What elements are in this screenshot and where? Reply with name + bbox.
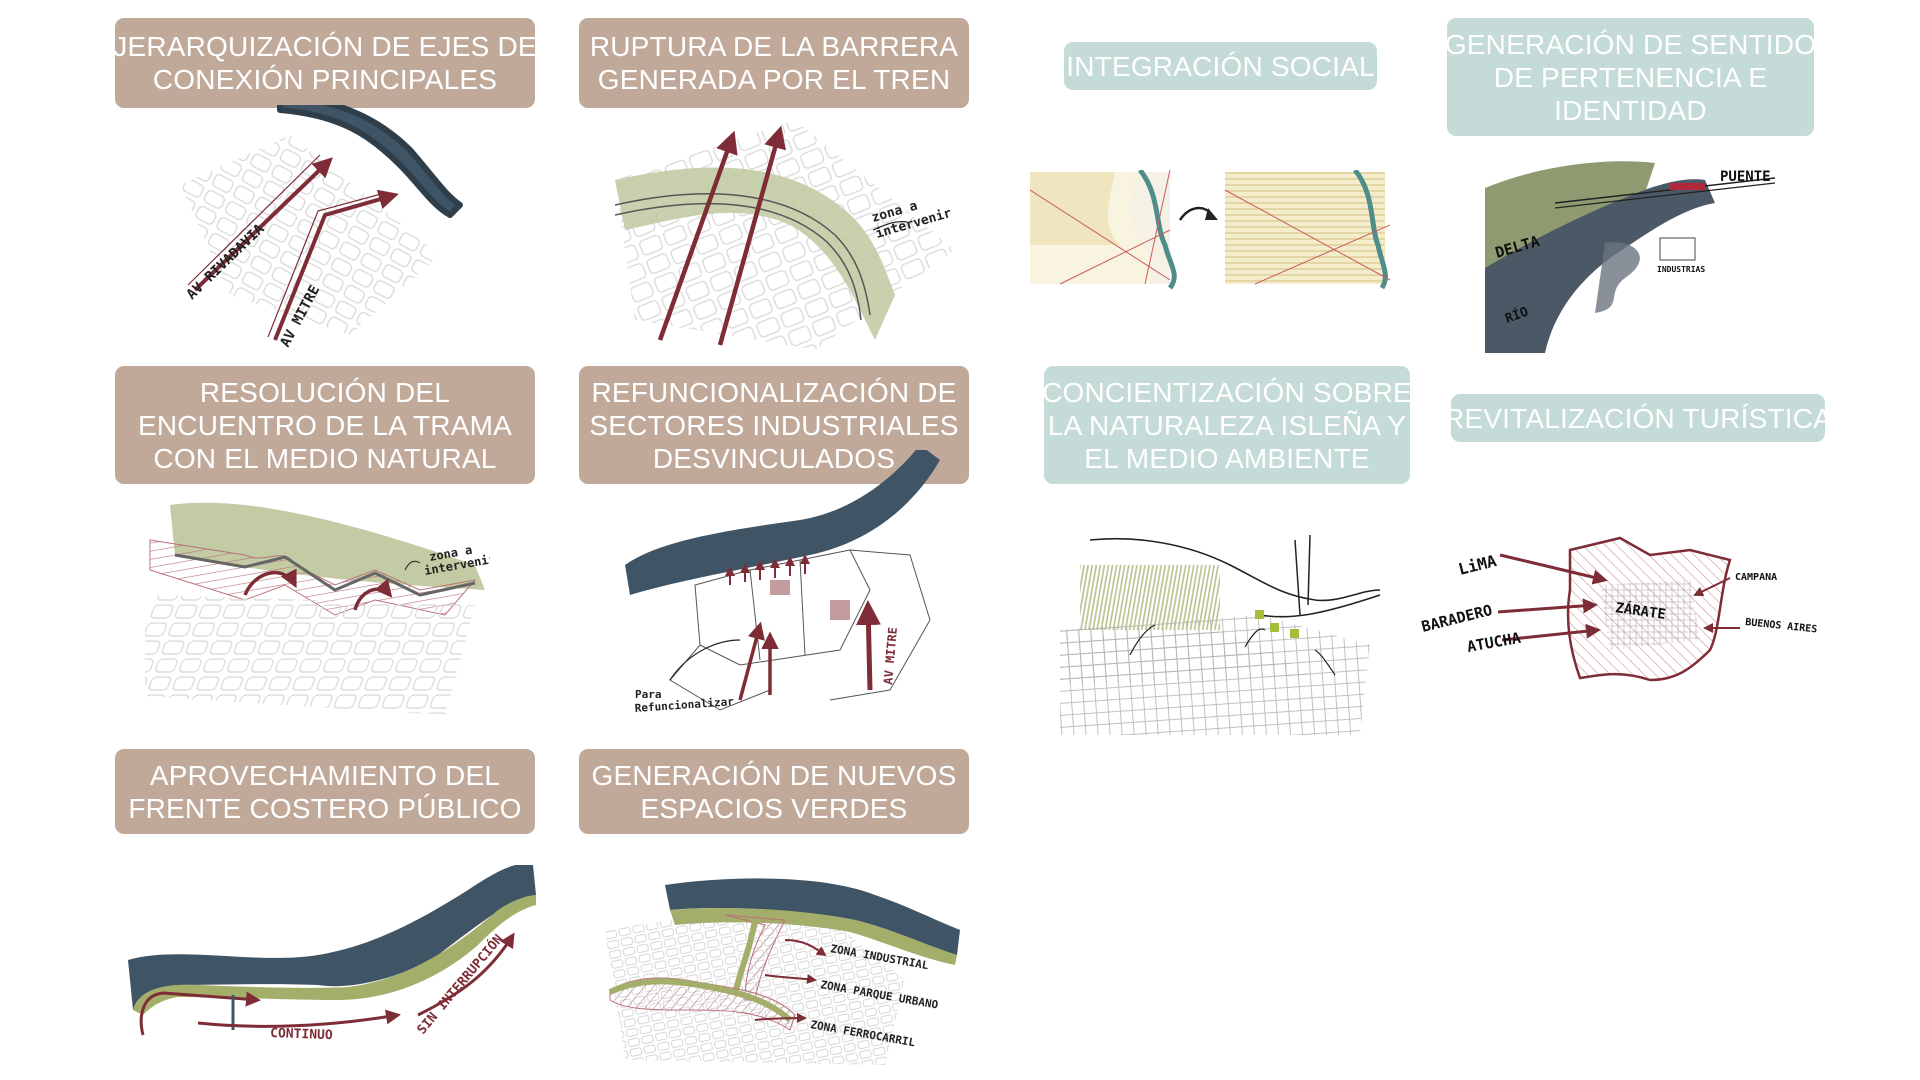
title-integracion-social: INTEGRACIÓN SOCIAL [1064, 42, 1377, 90]
sketch-refuncionalizacion: Para Refuncionalizar AV MITRE [620, 450, 945, 715]
label-rio: RÍO [1503, 304, 1531, 327]
title-pertenencia-identidad: GENERACIÓN DE SENTIDO DE PERTENENCIA E I… [1444, 18, 1817, 136]
title-line: ENCUENTRO DE LA TRAMA [138, 409, 512, 441]
sketch-espacios-verdes: ZONA INDUSTRIAL ZONA PARQUE URBANO ZONA … [605, 870, 975, 1065]
label-av-mitre: AV MITRE [881, 626, 900, 685]
title-line: RESOLUCIÓN DEL [199, 376, 451, 408]
title-jerarquizacion: JERARQUIZACIÓN DE EJES DE CONEXIÓN PRINC… [113, 18, 537, 108]
title-line: GENERACIÓN DE SENTIDO [1444, 28, 1817, 60]
green-zone [615, 167, 895, 340]
title-line: LA NATURALEZA ISLEÑA Y [1047, 409, 1407, 441]
label-campana: CAMPANA [1735, 572, 1777, 583]
label-industrias: INDUSTRIAS [1657, 265, 1705, 274]
label-lima: LiMA [1456, 551, 1498, 579]
title-line: DE PERTENENCIA E [1493, 61, 1768, 93]
river-shape [1485, 179, 1715, 353]
sketch-aprovechamiento: CONTINUO SIN INTERRUPCIÓN [118, 865, 538, 1045]
sketch-jerarquizacion: AV RIVADAVIA AV MITRE [170, 105, 510, 350]
title-line: EL MEDIO AMBIENTE [1084, 442, 1370, 474]
title-line: ESPACIOS VERDES [640, 792, 908, 824]
title-line: INTEGRACIÓN SOCIAL [1066, 50, 1375, 82]
title-refuncionalizacion: REFUNCIONALIZACIÓN DE SECTORES INDUSTRIA… [579, 366, 969, 484]
title-line: GENERADA POR EL TREN [597, 64, 951, 95]
label-continuo: CONTINUO [270, 1026, 333, 1043]
title-line: REFUNCIONALIZACIÓN DE [591, 376, 957, 408]
title-line: CONEXIÓN PRINCIPALES [152, 64, 498, 95]
title-line: GENERACIÓN DE NUEVOS [591, 759, 957, 791]
title-line: IDENTIDAD [1554, 94, 1707, 126]
title-ruptura: RUPTURA DE LA BARRERA GENERADA POR EL TR… [579, 18, 969, 108]
title-line: CON EL MEDIO NATURAL [153, 442, 497, 474]
title-line: REVITALIZACIÓN TURÍSTICA [1443, 402, 1833, 434]
sketch-ruptura: zona a intervenir [615, 120, 965, 350]
title-line: APROVECHAMIENTO DEL [149, 759, 501, 791]
label-zarate: ZÁRATE [1614, 599, 1666, 623]
title-line: FRENTE COSTERO PÚBLICO [128, 792, 522, 824]
sketch-pertenencia: PUENTE DELTA RÍO INDUSTRIAS [1475, 148, 1795, 353]
title-line: CONCIENTIZACIÓN SOBRE [1042, 376, 1412, 408]
title-revitalizacion-turistica: REVITALIZACIÓN TURÍSTICA [1444, 394, 1832, 442]
sketch-concientizacion [1060, 535, 1385, 735]
title-resolucion: RESOLUCIÓN DEL ENCUENTRO DE LA TRAMA CON… [115, 366, 535, 484]
river-shape [665, 878, 960, 955]
title-line: RUPTURA DE LA BARRERA [589, 31, 959, 62]
label-buenos-aires: BUENOS AIRES [1745, 617, 1818, 635]
label-baradero: BARADERO [1420, 601, 1494, 636]
title-espacios-verdes: GENERACIÓN DE NUEVOS ESPACIOS VERDES [579, 749, 969, 834]
sketch-integracion-social [1030, 170, 1390, 290]
delta-zone [1485, 161, 1655, 268]
title-line: DESVINCULADOS [652, 442, 896, 474]
label-atucha: ATUCHA [1466, 629, 1522, 656]
sketch-resolucion: zona a intervenir [145, 495, 490, 715]
river-shape [277, 105, 463, 218]
title-concientizacion: CONCIENTIZACIÓN SOBRE LA NATURALEZA ISLE… [1042, 366, 1412, 484]
title-aprovechamiento: APROVECHAMIENTO DEL FRENTE COSTERO PÚBLI… [115, 749, 535, 834]
green-strip [670, 908, 957, 965]
sketch-revitalizacion: LiMA BARADERO ATUCHA ZÁRATE CAMPANA BUEN… [1420, 530, 1830, 705]
title-line: JERARQUIZACIÓN DE EJES DE [113, 31, 537, 62]
river-shape [625, 450, 940, 595]
label-para: Para [635, 688, 662, 701]
title-line: SECTORES INDUSTRIALES [589, 409, 959, 441]
river-shape [128, 865, 536, 1010]
label-puente: PUENTE [1720, 169, 1771, 185]
